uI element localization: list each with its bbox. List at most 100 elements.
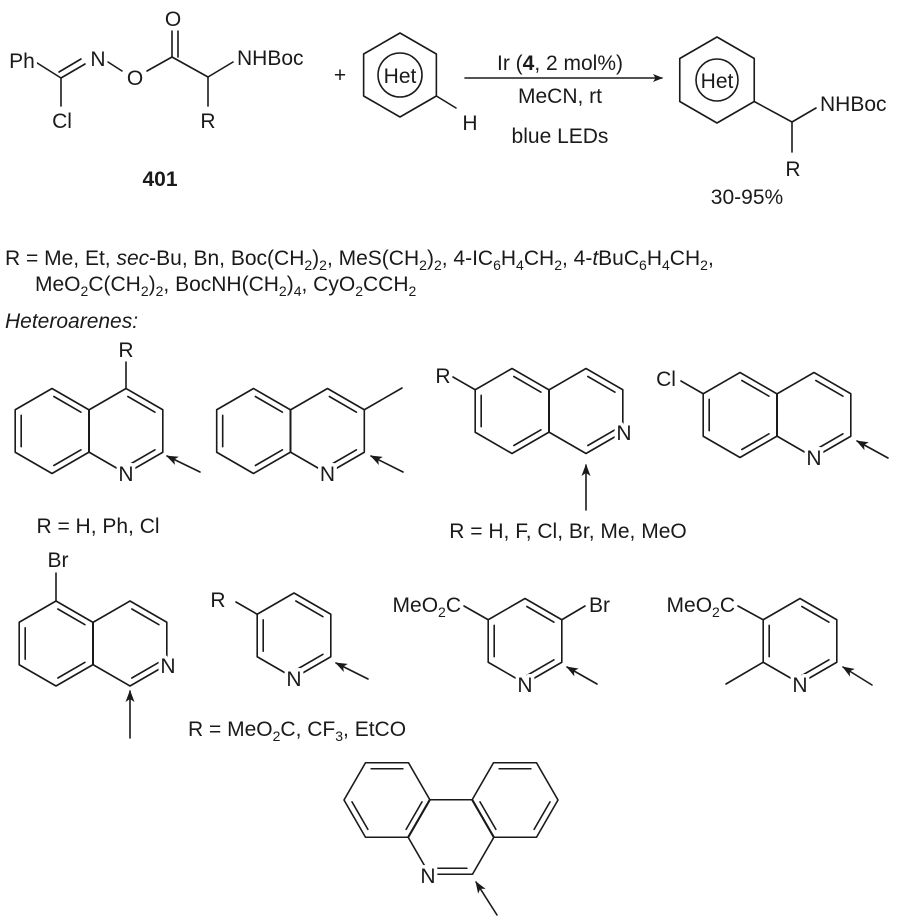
double-bond-line bbox=[815, 433, 844, 451]
chloroquinoline-site-arrow bbox=[856, 440, 889, 459]
bromoisoquinoline-n-label: N bbox=[160, 655, 175, 678]
methylquinoline-site-arrow bbox=[370, 455, 404, 473]
double-bond-line bbox=[351, 801, 369, 831]
pyridine-ring bbox=[289, 387, 366, 475]
c-n-double-bond-2 bbox=[58, 58, 82, 73]
text-run: C bbox=[446, 594, 461, 617]
double-bond-line bbox=[587, 429, 616, 447]
product-r-label: R bbox=[785, 158, 800, 181]
subscript: 2 bbox=[408, 283, 416, 299]
light-label: blue LEDs bbox=[512, 125, 609, 148]
text-run: ) bbox=[312, 247, 319, 270]
double-bond-line bbox=[53, 395, 82, 413]
double-bond-line bbox=[295, 653, 324, 671]
het-ring bbox=[362, 32, 438, 118]
pyridine-n-label: N bbox=[286, 668, 301, 691]
pyridine-ring bbox=[256, 592, 332, 679]
product-het-ring bbox=[678, 36, 756, 124]
r-groups-line-2: MeO2C(CH2)2, BocNH(CH2)4, CyO2CCH2 bbox=[35, 273, 416, 299]
double-bond-line bbox=[127, 395, 156, 413]
phenyl-label: Ph bbox=[9, 50, 35, 73]
double-bond-line bbox=[741, 379, 770, 397]
subscript: 2 bbox=[554, 257, 562, 273]
n-o-bond bbox=[107, 61, 123, 72]
double-bond-line bbox=[513, 375, 542, 393]
benzo-ring bbox=[474, 367, 550, 455]
double-bond-line bbox=[815, 379, 844, 397]
subscript: 2 bbox=[156, 283, 164, 299]
subscript: 2 bbox=[700, 257, 708, 273]
subscript: 2 bbox=[355, 283, 363, 299]
text-run: -Bu, Bn, Boc(CH bbox=[149, 247, 304, 270]
phenanthridine-site-arrow bbox=[475, 881, 498, 916]
quinoline-r-list: R = H, Ph, Cl bbox=[36, 515, 159, 538]
subscript: 2 bbox=[141, 283, 149, 299]
subscript: 2 bbox=[81, 283, 89, 299]
subscript: 4 bbox=[662, 257, 670, 273]
chloroquinoline-cl-label: Cl bbox=[656, 368, 676, 391]
pyridine-ring bbox=[548, 367, 624, 455]
bromoisoquinoline-br-label: Br bbox=[48, 549, 69, 572]
text-run: H bbox=[647, 247, 662, 270]
pyridine-ring bbox=[762, 597, 838, 685]
nhboc-label: NHBoc bbox=[237, 47, 304, 70]
double-bond-line bbox=[254, 449, 284, 467]
bromonicotinate-site-arrow bbox=[566, 666, 598, 685]
text-run: , CyO bbox=[302, 273, 356, 296]
product-nhboc-label: NHBoc bbox=[820, 93, 887, 116]
text-run: , 4-IC bbox=[442, 247, 493, 270]
subscript: 2 bbox=[319, 257, 327, 273]
subscript: 6 bbox=[493, 257, 501, 273]
phenanthridine-n-label: N bbox=[420, 865, 435, 888]
benzo-ring bbox=[702, 371, 778, 459]
c-n-bond bbox=[791, 107, 817, 123]
text-run: Ir ( bbox=[497, 52, 523, 75]
chloroquinoline-n-label: N bbox=[806, 447, 821, 470]
text-run: MeO bbox=[393, 594, 439, 617]
text-run: MeO bbox=[667, 594, 713, 617]
c6-cl-bond bbox=[680, 380, 705, 395]
pyridine-site-arrow bbox=[335, 662, 369, 680]
isoquinoline-r-label: R bbox=[435, 365, 450, 388]
text-run: sec bbox=[116, 247, 149, 270]
subscript: 2 bbox=[304, 257, 312, 273]
o-c-bond bbox=[146, 56, 173, 72]
aromatic-circle bbox=[695, 58, 739, 102]
double-bond-line bbox=[587, 375, 616, 393]
heteroarenes-heading: Heteroarenes: bbox=[5, 310, 138, 333]
text-run: CH bbox=[524, 247, 554, 270]
plus-sign: + bbox=[334, 64, 346, 87]
double-bond-line bbox=[131, 608, 160, 626]
double-bond-line bbox=[741, 433, 770, 451]
isoquinoline-n-label: N bbox=[616, 422, 631, 445]
ester-bond bbox=[463, 605, 490, 621]
subscript: 2 bbox=[279, 283, 287, 299]
aromatic-circle bbox=[377, 52, 423, 98]
text-run: , 2 mol%) bbox=[534, 52, 623, 75]
quinoline-n-label: N bbox=[118, 463, 133, 486]
pyridine-ring bbox=[92, 600, 168, 687]
phenanthridine-middle-ring bbox=[407, 798, 495, 876]
text-run: t bbox=[592, 247, 599, 270]
subscript: 3 bbox=[335, 728, 343, 744]
c6-r-bond bbox=[452, 376, 477, 391]
text-run: BuC bbox=[598, 247, 639, 270]
subscript: 6 bbox=[639, 257, 647, 273]
yield-label: 30-95% bbox=[711, 186, 783, 209]
text-run: ) bbox=[149, 273, 156, 296]
c-h-bond bbox=[435, 95, 457, 109]
double-bond-line bbox=[254, 395, 284, 413]
double-bond-line bbox=[526, 605, 555, 623]
h-label: H bbox=[462, 112, 477, 135]
methyl-bond bbox=[725, 661, 765, 685]
text-run: , EtCO bbox=[343, 718, 406, 741]
text-run: ) bbox=[287, 273, 294, 296]
text-run: C bbox=[720, 594, 735, 617]
cl-label: Cl bbox=[52, 110, 72, 133]
isoquinoline-r-list: R = H, F, Cl, Br, Me, MeO bbox=[449, 520, 686, 543]
pyridine-r-label: R bbox=[210, 589, 225, 612]
benzo-ring bbox=[18, 600, 94, 687]
subscript: 2 bbox=[438, 604, 446, 620]
text-run: ) bbox=[427, 247, 434, 270]
